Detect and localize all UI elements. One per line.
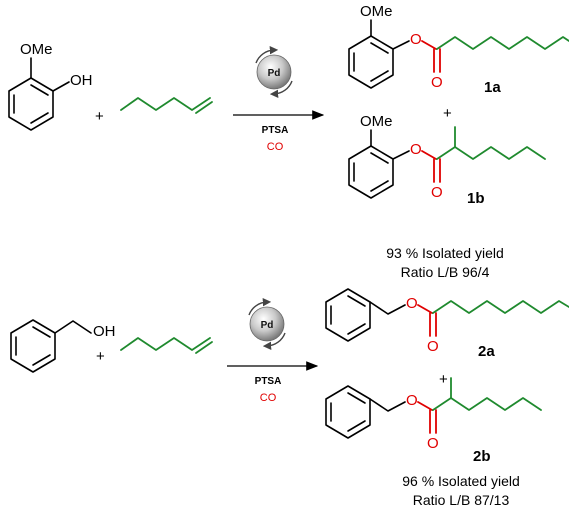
compound-label: 1a [484,79,501,96]
aromatic-double-bond [347,420,366,432]
ester-oxygen: O [406,295,418,312]
linear-chain [432,300,569,314]
branched-chain [436,146,546,160]
cycle-arrow-icon [248,297,272,316]
plus-sign: + [443,105,452,122]
compound-label: 2b [473,448,491,465]
ester-oxygen: O [406,392,418,409]
ratio-text: Ratio L/B 96/4 [401,264,490,280]
o-c-bond [421,40,437,50]
product-2b: O O 2b [325,377,542,465]
carbonyl-oxygen: O [427,435,439,452]
scheme-1: OMe OH + Pd PTSA CO OMe O [8,3,569,280]
ester-oxygen: O [410,31,422,48]
plus-sign: + [96,348,105,365]
cycle-arrow-icon [262,332,286,351]
aromatic-double-bond [32,326,51,338]
hexene-double-bond [195,101,213,114]
carbonyl-oxygen: O [431,184,443,201]
methoxy-label: OMe [360,3,393,20]
pd-label: Pd [261,320,274,331]
product-2a: O O 2a [325,288,569,360]
ch2-bond [369,398,406,412]
reagent-label: PTSA [255,376,282,387]
hexene-chain [120,97,211,111]
pd-catalyst: Pd [248,297,286,351]
aromatic-double-bond [370,180,389,192]
o-c-bond [421,150,437,160]
aromatic-double-bond [370,70,389,82]
gas-label: CO [267,141,284,153]
methoxy-label: OMe [20,41,53,58]
methoxy-label: OMe [360,113,393,130]
product-1b: OMe O O 1b [348,113,546,207]
plus-sign: + [439,371,448,388]
yield-text: 93 % Isolated yield [386,245,504,261]
pd-sphere [249,306,285,342]
aromatic-double-bond [347,323,366,335]
gas-label: CO [260,392,277,404]
aromatic-double-bond [30,112,49,124]
aromatic-double-bond [32,354,51,366]
pd-sphere [256,54,292,90]
scheme-2: OH + Pd PTSA CO O O 2a + [10,288,569,508]
carbonyl-oxygen: O [431,74,443,91]
reagent-label: PTSA [262,125,289,136]
cycle-arrow-icon [255,45,279,64]
pd-label: Pd [268,68,281,79]
yield-text: 96 % Isolated yield [402,473,520,489]
plus-sign: + [95,108,104,125]
branched-chain [432,397,542,411]
aromatic-double-bond [30,84,49,96]
guaiacol-reactant: OMe OH [8,41,93,131]
o-c-bond [417,401,433,411]
cycle-arrow-icon [269,80,293,99]
hydroxyl-label: OH [70,72,93,89]
c-o-bond [392,150,410,160]
pd-catalyst: Pd [255,45,293,99]
ratio-text: Ratio L/B 87/13 [413,492,510,508]
compound-label: 2a [478,343,495,360]
ch2-bond [54,320,92,334]
ester-oxygen: O [410,141,422,158]
c-o-bond [392,40,410,50]
linear-chain [436,36,569,50]
hexene-double-bond [195,341,213,354]
benzyl-alcohol-reactant: OH [10,319,116,373]
hydroxyl-label: OH [93,323,116,340]
aromatic-double-bond [347,392,366,404]
c-oh-bond [52,81,70,92]
hexene-chain [120,337,211,351]
carbonyl-oxygen: O [427,338,439,355]
aromatic-double-bond [347,295,366,307]
ch2-bond [369,301,406,315]
compound-label: 1b [467,190,485,207]
product-1a: OMe O O 1a [348,3,569,96]
aromatic-double-bond [370,42,389,54]
aromatic-double-bond [370,152,389,164]
o-c-bond [417,304,433,314]
